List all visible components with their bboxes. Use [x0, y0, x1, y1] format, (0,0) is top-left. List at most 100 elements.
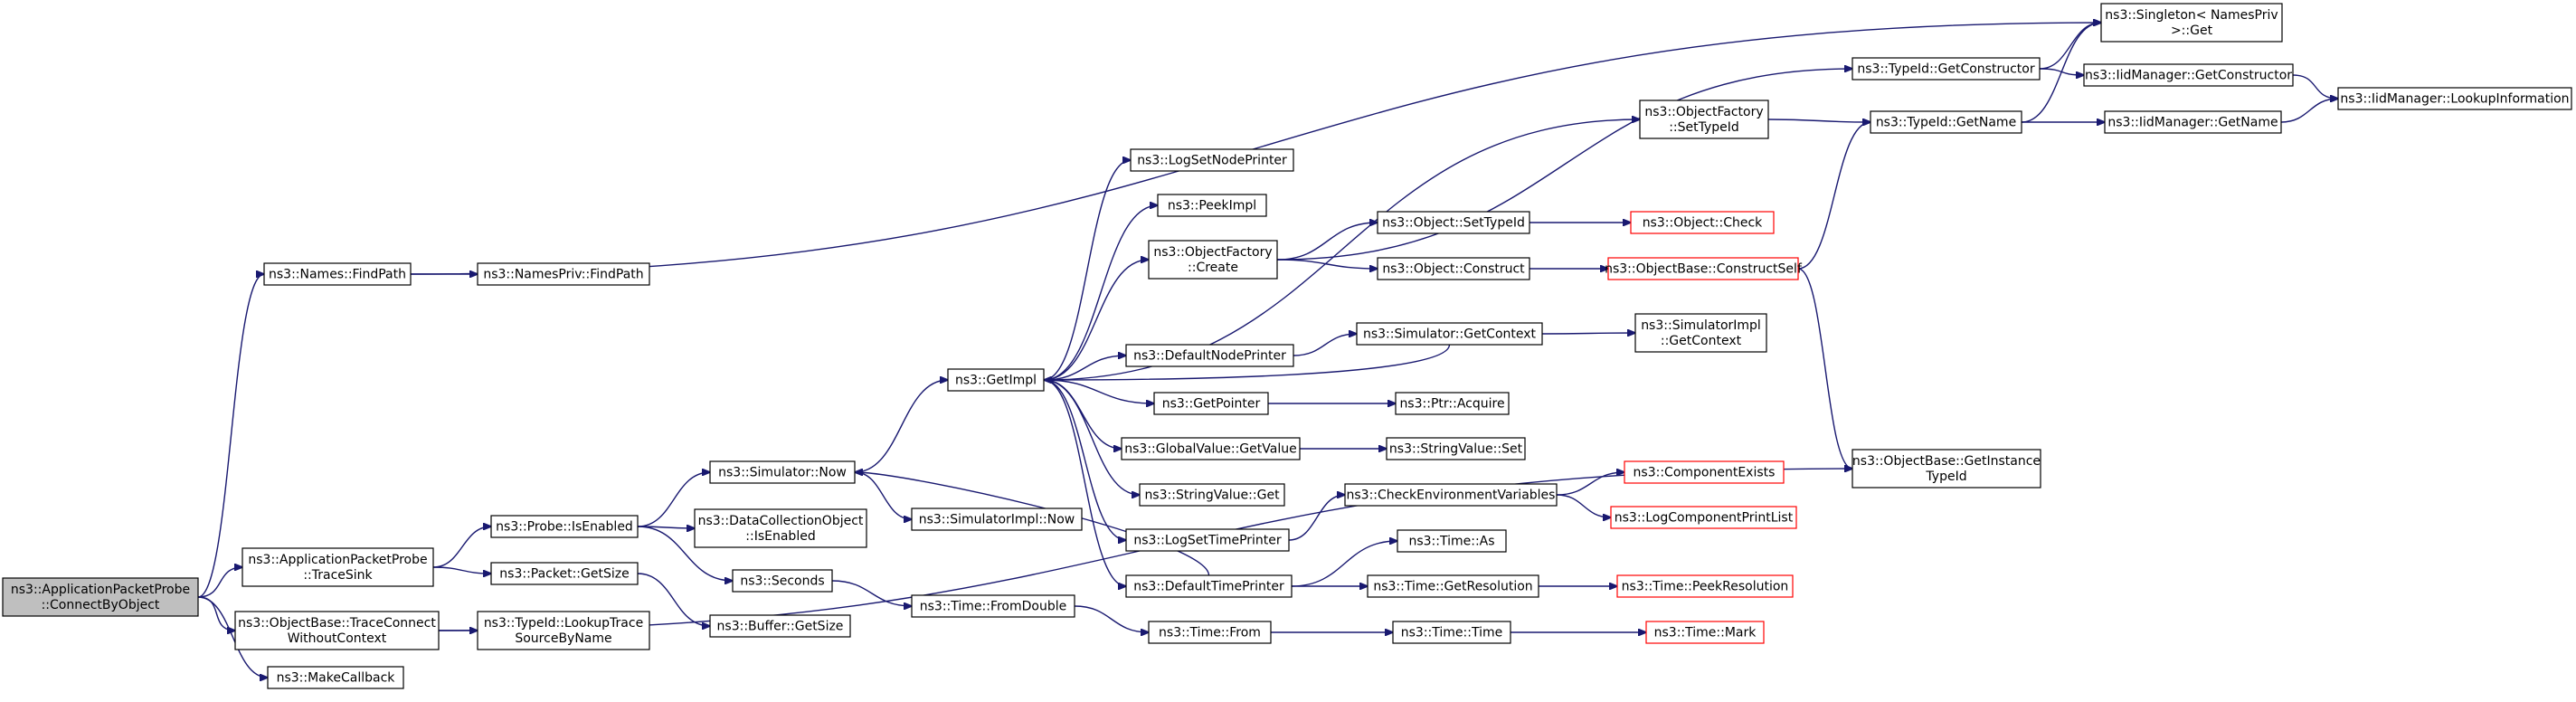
node-object-settypeid[interactable]: ns3::Object::SetTypeId	[1377, 211, 1530, 234]
node-box	[1610, 506, 1797, 529]
node-typeid-getname[interactable]: ns3::TypeId::GetName	[1870, 110, 2022, 134]
node-label: ns3::LogComponentPrintList	[1615, 511, 1794, 526]
node-time-fromdouble[interactable]: ns3::Time::FromDouble	[911, 594, 1075, 618]
node-simimpl-now[interactable]: ns3::SimulatorImpl::Now	[911, 508, 1083, 531]
node-label: ns3::SimulatorImpl::Now	[919, 513, 1075, 527]
node-label: ns3::GetImpl	[955, 374, 1037, 388]
node-logsetnodeprinter[interactable]: ns3::LogSetNodePrinter	[1130, 148, 1294, 172]
node-checkenvvars[interactable]: ns3::CheckEnvironmentVariables	[1344, 483, 1558, 507]
node-box	[1607, 257, 1799, 280]
node-box	[1377, 211, 1530, 234]
node-label: ns3::Time::GetResolution	[1373, 580, 1532, 594]
node-time-mark[interactable]: ns3::Time::Mark	[1645, 621, 1765, 644]
node-packet-getsize[interactable]: ns3::Packet::GetSize	[490, 562, 639, 585]
node-ptr-acquire[interactable]: ns3::Ptr::Acquire	[1395, 392, 1510, 415]
node-object-check[interactable]: ns3::Object::Check	[1630, 211, 1775, 234]
node-label: WithoutContext	[288, 631, 387, 646]
edge-objfactory-create-to-object-construct	[1276, 259, 1378, 269]
edge-getimpl-to-defaulttimeprinter	[1043, 379, 1126, 586]
edge-objbase-constructself-to-objbase-getinstancetypeid	[1797, 268, 1852, 469]
node-probe-isenabled[interactable]: ns3::Probe::IsEnabled	[490, 515, 639, 538]
node-label: ns3::Simulator::GetContext	[1363, 327, 1537, 342]
edge-getimpl-to-peekimpl	[1043, 205, 1158, 381]
edge-defaultnodeprinter-to-sim-getcontext	[1293, 334, 1357, 356]
edge-getimpl-to-stringvalue-get	[1043, 379, 1140, 495]
node-label: ns3::Time::PeekResolution	[1622, 580, 1789, 594]
node-objbase-traceconnect[interactable]: ns3::ObjectBase::TraceConnectWithoutCont…	[234, 611, 440, 650]
node-simimpl-getcontext[interactable]: ns3::SimulatorImpl::GetContext	[1634, 313, 1767, 353]
node-label: ns3::IidManager::GetConstructor	[2085, 69, 2292, 83]
node-stringvalue-set[interactable]: ns3::StringValue::Set	[1386, 437, 1526, 460]
node-objfactory-create[interactable]: ns3::ObjectFactory::Create	[1148, 240, 1278, 280]
node-time-getresolution[interactable]: ns3::Time::GetResolution	[1367, 574, 1539, 598]
node-sim-now[interactable]: ns3::Simulator::Now	[709, 460, 856, 484]
node-namespriv-findpath[interactable]: ns3::NamesPriv::FindPath	[477, 262, 650, 286]
node-seconds[interactable]: ns3::Seconds	[732, 569, 833, 593]
node-time-peekresolution[interactable]: ns3::Time::PeekResolution	[1616, 574, 1794, 598]
node-object-construct[interactable]: ns3::Object::Construct	[1377, 257, 1530, 280]
node-label: ns3::ObjectBase::GetInstance	[1852, 454, 2041, 469]
edge-getimpl-to-objfactory-create	[1043, 260, 1149, 381]
node-typeid-getconstructor[interactable]: ns3::TypeId::GetConstructor	[1852, 57, 2041, 81]
node-dco-isenabled[interactable]: ns3::DataCollectionObject::IsEnabled	[694, 508, 867, 548]
node-box	[1356, 322, 1543, 346]
node-label: ns3::Object::Check	[1643, 216, 1763, 231]
node-box	[2337, 87, 2572, 110]
node-globalvalue-getvalue[interactable]: ns3::GlobalValue::GetValue	[1121, 437, 1301, 460]
node-label: ::SetTypeId	[1669, 120, 1739, 135]
nodes-layer: ns3::ApplicationPacketProbe::ConnectByOb…	[2, 3, 2572, 689]
node-defaultnodeprinter[interactable]: ns3::DefaultNodePrinter	[1125, 344, 1294, 367]
node-sim-getcontext[interactable]: ns3::Simulator::GetContext	[1356, 322, 1543, 346]
node-box	[694, 508, 867, 548]
node-box	[732, 569, 833, 593]
node-app-tracesink[interactable]: ns3::ApplicationPacketProbe::TraceSink	[242, 547, 434, 587]
edge-names-findpath-to-singleton-get	[410, 23, 2101, 275]
node-buffer-getsize[interactable]: ns3::Buffer::GetSize	[709, 614, 851, 638]
edge-probe-isenabled-to-sim-now	[637, 472, 710, 527]
node-label: ns3::ObjectBase::TraceConnect	[238, 616, 436, 631]
node-label: ::IsEnabled	[745, 529, 815, 544]
node-box	[1386, 437, 1526, 460]
node-label: ns3::Time::Time	[1401, 626, 1502, 640]
node-singleton-get[interactable]: ns3::Singleton< NamesPriv >::Get	[2100, 3, 2283, 43]
node-peekimpl[interactable]: ns3::PeekImpl	[1157, 194, 1267, 217]
node-logcomponentprintlist[interactable]: ns3::LogComponentPrintList	[1610, 506, 1797, 529]
node-label: ns3::TypeId::GetName	[1876, 116, 2016, 130]
node-names-findpath[interactable]: ns3::Names::FindPath	[263, 262, 412, 286]
node-getpointer[interactable]: ns3::GetPointer	[1153, 392, 1269, 415]
node-time-time[interactable]: ns3::Time::Time	[1392, 621, 1511, 644]
node-label: ns3::ApplicationPacketProbe	[248, 553, 427, 567]
node-label: ns3::StringValue::Set	[1389, 442, 1523, 457]
node-box	[234, 611, 440, 650]
node-box	[1634, 313, 1767, 353]
edge-root-to-names-findpath	[197, 274, 264, 598]
node-time-from[interactable]: ns3::Time::From	[1148, 621, 1272, 644]
node-label: ::TraceSink	[303, 568, 373, 583]
node-label: ns3::PeekImpl	[1168, 199, 1256, 213]
node-objbase-constructself[interactable]: ns3::ObjectBase::ConstructSelf	[1605, 257, 1803, 280]
node-makecallback[interactable]: ns3::MakeCallback	[267, 666, 404, 689]
node-label: ns3::ObjectBase::ConstructSelf	[1605, 262, 1803, 277]
node-getimpl[interactable]: ns3::GetImpl	[947, 368, 1045, 392]
node-box	[1148, 240, 1278, 280]
node-box	[1121, 437, 1301, 460]
node-defaulttimeprinter[interactable]: ns3::DefaultTimePrinter	[1125, 574, 1293, 598]
node-iidmgr-getconstructor[interactable]: ns3::IidManager::GetConstructor	[2083, 63, 2294, 87]
node-label: ns3::Object::Construct	[1382, 262, 1525, 277]
node-time-as[interactable]: ns3::Time::As	[1397, 529, 1507, 553]
node-box	[1852, 57, 2041, 81]
node-box	[1870, 110, 2022, 134]
node-componentexists[interactable]: ns3::ComponentExists	[1624, 460, 1785, 484]
node-stringvalue-get[interactable]: ns3::StringValue::Get	[1139, 483, 1285, 507]
node-logsettimeprinter[interactable]: ns3::LogSetTimePrinter	[1125, 528, 1290, 552]
node-label: >::Get	[2171, 24, 2213, 38]
node-iidmgr-lookupinfo[interactable]: ns3::IidManager::LookupInformation	[2337, 87, 2572, 110]
edge-objfactory-create-to-object-settypeid	[1276, 223, 1378, 261]
node-root[interactable]: ns3::ApplicationPacketProbe::ConnectByOb…	[2, 577, 199, 617]
node-box	[1367, 574, 1539, 598]
node-objfactory-settypeid[interactable]: ns3::ObjectFactory::SetTypeId	[1639, 100, 1769, 139]
node-box	[1630, 211, 1775, 234]
node-iidmgr-getname[interactable]: ns3::IidManager::GetName	[2104, 110, 2282, 134]
